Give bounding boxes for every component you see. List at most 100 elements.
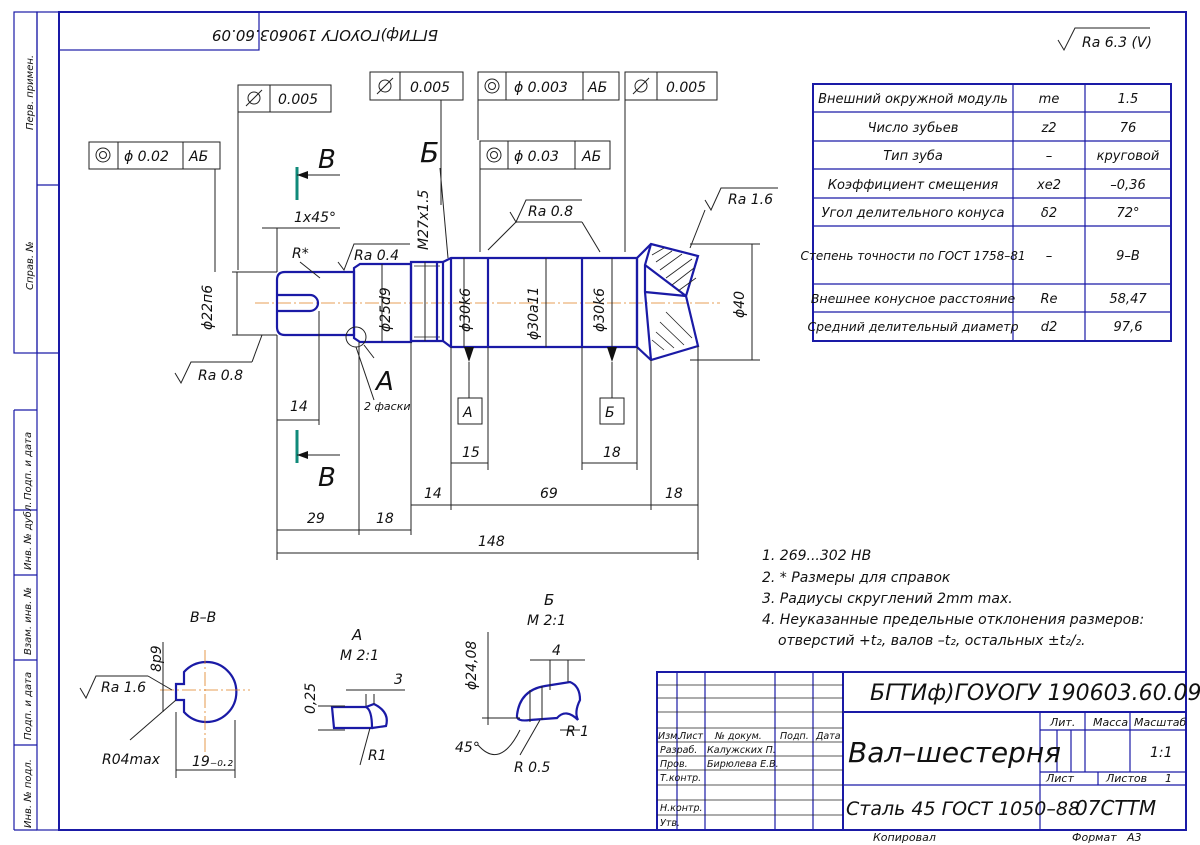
dim-m27: M27x1.5 bbox=[416, 189, 432, 250]
tb-material: Сталь 45 ГОСТ 1050–88 bbox=[846, 798, 1080, 820]
tb-sheets-count: 1 bbox=[1165, 772, 1172, 785]
tb-org: 07СТТМ bbox=[1075, 796, 1156, 820]
b-r05: R 0.5 bbox=[514, 760, 551, 776]
tolerance-base: АБ bbox=[581, 149, 601, 165]
vv-8p9: 8р9 bbox=[149, 645, 165, 672]
param-value: 58,47 bbox=[1109, 292, 1147, 307]
tolerance-value: ϕ 0.02 bbox=[124, 149, 169, 165]
dim-d30k6-a: ϕ30k6 bbox=[458, 288, 474, 332]
b-title: Б bbox=[544, 591, 554, 609]
tb-hdr: Дата bbox=[815, 731, 841, 742]
param-symbol: me bbox=[1039, 92, 1060, 107]
note: 2. * Размеры для справок bbox=[762, 570, 951, 586]
dim-d30a11: ϕ30a11 bbox=[526, 287, 542, 340]
param-symbol: – bbox=[1046, 249, 1053, 264]
tolerance-value: 0.005 bbox=[410, 80, 450, 96]
b-scale: М 2:1 bbox=[527, 613, 566, 629]
param-name: Число зубьев bbox=[868, 121, 959, 136]
tb-row: Пров. bbox=[660, 759, 688, 770]
tb-checker: Бирюлева Е.В. bbox=[707, 759, 779, 770]
note: 4. Неуказанные предельные отклонения раз… bbox=[762, 612, 1144, 628]
param-value: 1.5 bbox=[1118, 92, 1139, 107]
param-name: Средний делительный диаметр bbox=[807, 319, 1018, 334]
dim-l29: 29 bbox=[307, 511, 325, 527]
param-symbol: z2 bbox=[1040, 121, 1056, 136]
side-label: Перв. примен. bbox=[25, 55, 36, 130]
a-title: А bbox=[351, 626, 362, 644]
tolerance-value: ϕ 0.003 bbox=[514, 80, 568, 96]
tolerance-base: АБ bbox=[188, 149, 208, 165]
dim-ra08-mid: Ra 0.8 bbox=[528, 204, 573, 220]
cylindricity-icon bbox=[634, 79, 648, 93]
tolerance-frame-concentricity: ϕ 0.03 АБ bbox=[479, 140, 611, 252]
param-name: Внешнее конусное расстояние bbox=[811, 291, 1016, 306]
dim-l15: 15 bbox=[462, 445, 480, 461]
tb-row: Разраб. bbox=[660, 745, 697, 756]
param-symbol: xe2 bbox=[1036, 178, 1061, 193]
tb-scale: 1:1 bbox=[1150, 745, 1173, 761]
dim-chamfer: 1x45° bbox=[294, 210, 336, 226]
b-4: 4 bbox=[552, 643, 561, 659]
drawing-frame bbox=[13, 11, 1187, 831]
datum-label-b: Б bbox=[605, 405, 615, 421]
tb-hdr: № докум. bbox=[714, 731, 762, 742]
dim-d30k6-b: ϕ30k6 bbox=[592, 288, 608, 332]
cut-label-top: В bbox=[318, 145, 336, 175]
detail-view-a: А М 2:1 0,25 3 R1 bbox=[303, 626, 405, 766]
param-name: Коэффициент смещения bbox=[828, 178, 999, 193]
general-roughness-text: Ra 6.3 (V) bbox=[1082, 35, 1152, 51]
tb-name: Вал–шестерня bbox=[848, 736, 1061, 769]
tb-copied: Копировал bbox=[873, 831, 936, 844]
cylindricity-icon bbox=[378, 79, 392, 93]
param-value: –0,36 bbox=[1110, 178, 1145, 193]
concentricity-icon bbox=[484, 78, 500, 94]
tb-hdr: Изм. bbox=[658, 731, 680, 742]
section-view-vv: В–В 8р9 Ra 1.6 R04max 19₋₀.₂ bbox=[79, 610, 250, 778]
tolerance-value: 0.005 bbox=[278, 92, 318, 108]
tb-mass: Масса bbox=[1093, 716, 1128, 729]
tb-scale-label: Масштаб bbox=[1134, 716, 1186, 729]
param-symbol: δ2 bbox=[1041, 206, 1057, 221]
param-value: 72° bbox=[1116, 206, 1139, 221]
tb-format: Формат bbox=[1072, 831, 1117, 844]
dim-l14-thread: 14 bbox=[424, 486, 442, 502]
a-025: 0,25 bbox=[303, 683, 319, 714]
param-name: Тип зуба bbox=[883, 149, 943, 164]
tolerance-frame-cylindricity: 0.005 bbox=[624, 71, 718, 252]
side-label: Подп. и дата bbox=[23, 672, 34, 740]
dim-l148: 148 bbox=[478, 534, 505, 550]
note: 3. Радиусы скруглений 2mm max. bbox=[762, 591, 1013, 607]
detail-view-b: Б М 2:1 4 ϕ24,08 R 1 R 0.5 45° bbox=[455, 591, 589, 776]
tolerance-frame-cylindricity: 0.005 bbox=[369, 71, 464, 205]
a-r1: R1 bbox=[368, 748, 387, 764]
param-value: круговой bbox=[1097, 149, 1160, 164]
tb-row: Утв. bbox=[660, 818, 680, 829]
node-a-label: А bbox=[374, 367, 394, 397]
param-name: Степень точности по ГОСТ 1758–81 bbox=[801, 249, 1026, 263]
dim-ra04: Ra 0.4 bbox=[354, 248, 399, 264]
vv-title: В–В bbox=[190, 610, 216, 626]
title-block: Изм. Лист № докум. Подп. Дата Разраб. Пр… bbox=[656, 671, 1200, 844]
note: 1. 269...302 HB bbox=[762, 548, 871, 564]
cylindricity-icon bbox=[247, 91, 261, 105]
technical-notes: 1. 269...302 HB 2. * Размеры для справок… bbox=[762, 548, 1144, 649]
b-r1: R 1 bbox=[566, 724, 589, 740]
dim-ra16: Ra 1.6 bbox=[728, 192, 773, 208]
note: отверстий +t₂, валов –t₂, остальных ±t₂/… bbox=[778, 633, 1086, 649]
tolerance-frame-cylindricity: 0.005 bbox=[237, 84, 332, 270]
tb-code: БГТИф)ГОУОГУ 190603.60.09 bbox=[870, 681, 1200, 706]
tb-row: Н.контр. bbox=[660, 803, 703, 814]
side-label: Справ. № bbox=[25, 241, 36, 290]
cut-label-bottom: В bbox=[318, 463, 336, 493]
concentricity-icon bbox=[486, 147, 502, 163]
side-label: Подп. и дата bbox=[23, 432, 34, 500]
tolerance-frames: 0.005 ϕ 0.02 АБ 0.005 ϕ 0.003 АБ bbox=[88, 71, 718, 272]
param-symbol: Re bbox=[1040, 292, 1057, 307]
dim-d22: ϕ22п6 bbox=[200, 285, 216, 330]
vv-r04: R04max bbox=[102, 752, 161, 768]
shaft-dimensions: ϕ22п6 1x45° R* Ra 0.4 Ra 0.8 ϕ25d9 M27x1… bbox=[174, 187, 778, 560]
tb-lit: Лит. bbox=[1049, 716, 1075, 729]
top-stamp: БГТИф)ГОУОГУ 190603.60.09 bbox=[58, 11, 438, 51]
dim-d25: ϕ25d9 bbox=[378, 287, 394, 332]
section-cut-markers: В В Б bbox=[295, 136, 449, 493]
